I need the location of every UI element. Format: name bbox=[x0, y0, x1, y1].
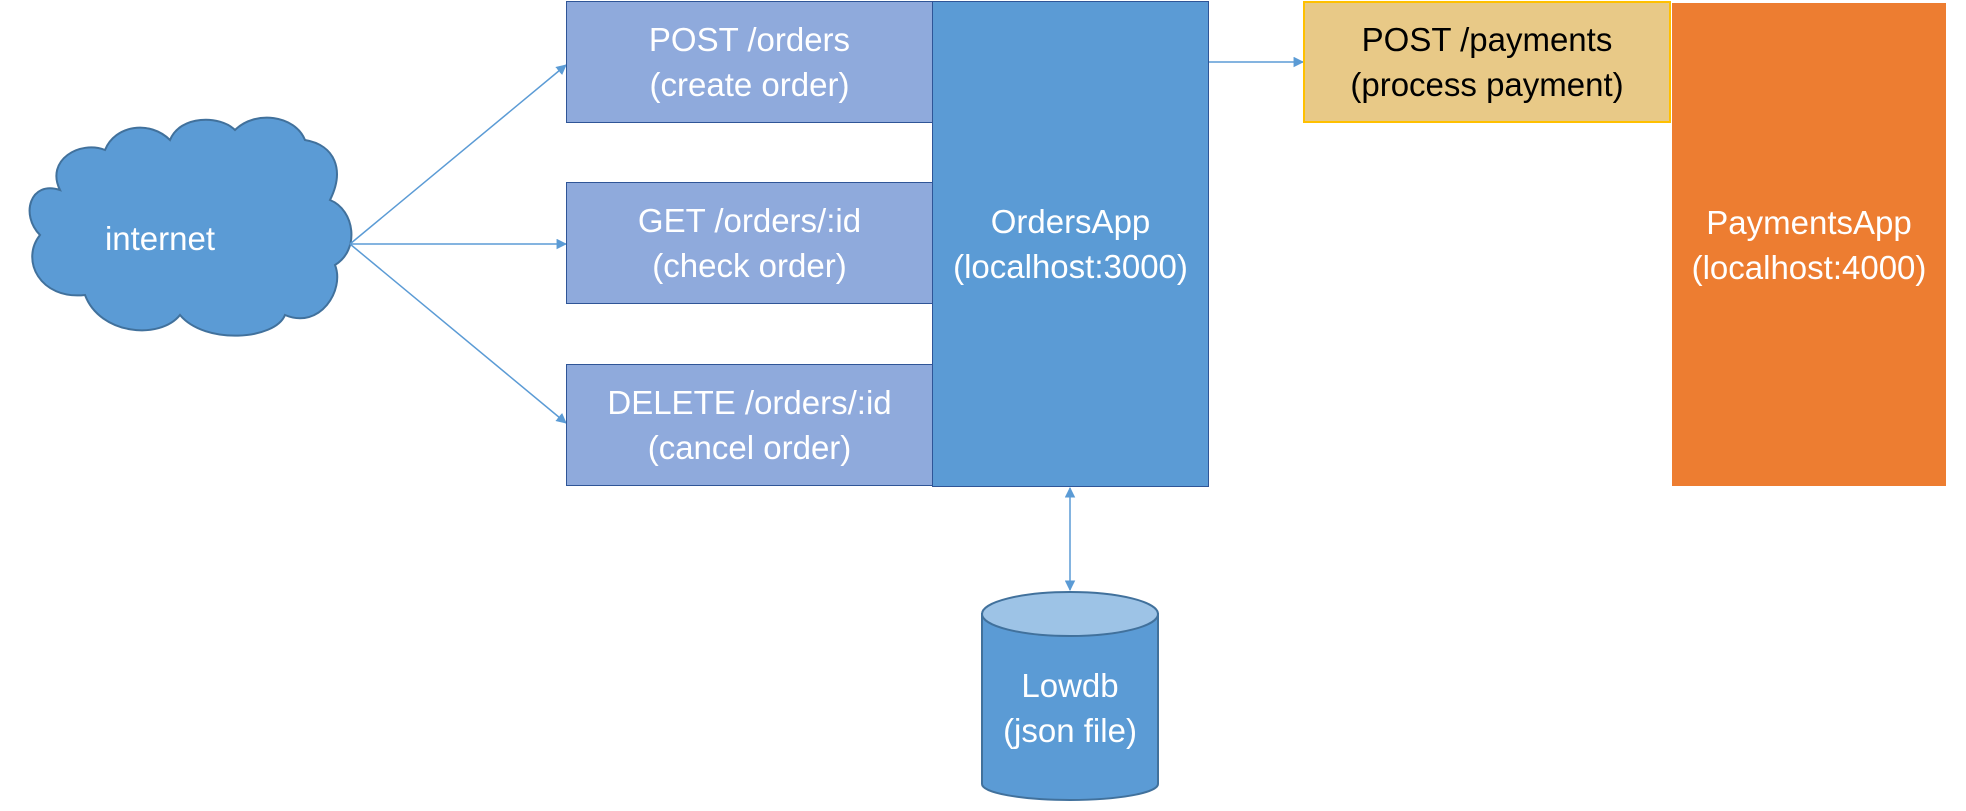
database-name: Lowdb bbox=[1021, 667, 1119, 704]
endpoint-method-path: DELETE /orders/:id bbox=[607, 384, 892, 421]
arrow-internet-to-delete-order bbox=[349, 243, 567, 424]
endpoint-post-orders: POST /orders (create order) bbox=[566, 1, 933, 123]
endpoint-method-path: POST /payments bbox=[1361, 21, 1613, 58]
arrow-internet-to-post-orders bbox=[349, 64, 567, 245]
endpoint-description: (cancel order) bbox=[647, 429, 852, 466]
database-type: (json file) bbox=[1003, 712, 1137, 749]
internet-label: internet bbox=[104, 220, 216, 257]
endpoint-get-order: GET /orders/:id (check order) bbox=[566, 182, 933, 304]
endpoint-description: (process payment) bbox=[1350, 66, 1624, 103]
payments-app-box: PaymentsApp (localhost:4000) bbox=[1672, 3, 1946, 486]
database-cylinder-icon bbox=[981, 591, 1159, 801]
cloud-icon bbox=[28, 116, 353, 337]
endpoint-method-path: GET /orders/:id bbox=[637, 202, 862, 239]
endpoint-post-payments: POST /payments (process payment) bbox=[1303, 1, 1671, 123]
payments-app-name: PaymentsApp bbox=[1706, 203, 1912, 241]
endpoint-description: (create order) bbox=[649, 66, 850, 103]
payments-app-host: (localhost:4000) bbox=[1691, 248, 1927, 286]
endpoint-description: (check order) bbox=[652, 247, 847, 284]
endpoint-delete-order: DELETE /orders/:id (cancel order) bbox=[566, 364, 933, 486]
database-label: Lowdb (json file) bbox=[982, 663, 1158, 753]
orders-app-host: (localhost:3000) bbox=[953, 248, 1188, 285]
orders-app-name: OrdersApp bbox=[990, 203, 1151, 240]
orders-app-box: OrdersApp (localhost:3000) bbox=[932, 1, 1209, 487]
endpoint-method-path: POST /orders bbox=[648, 21, 851, 58]
